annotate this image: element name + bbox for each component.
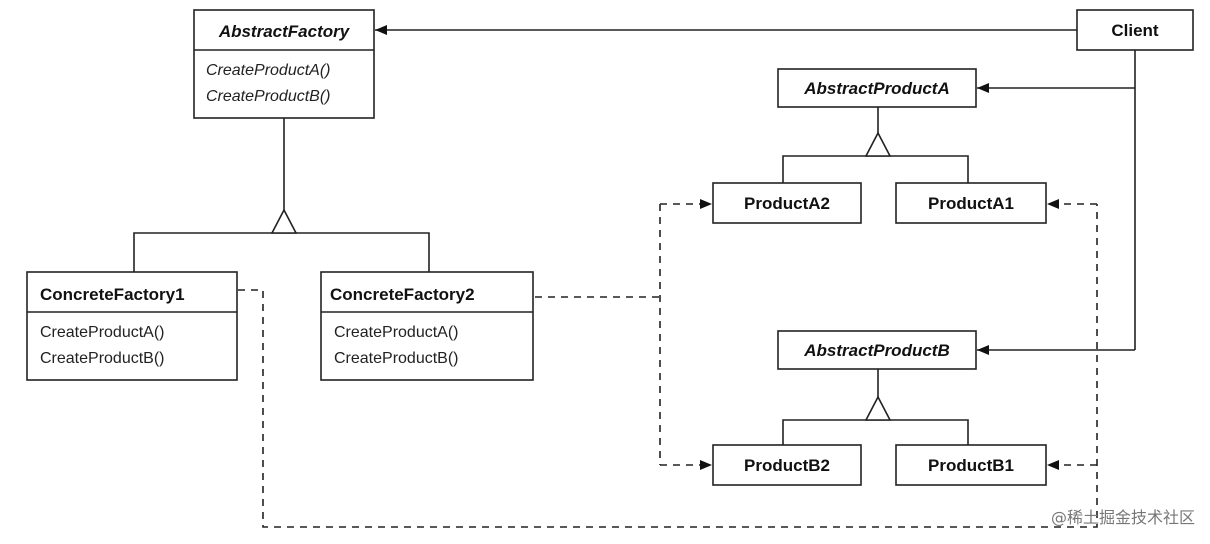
concrete-factory1-box	[26, 271, 238, 381]
abstract-product-a-class: AbstractProductA	[777, 68, 977, 108]
concrete-factory2-box	[320, 271, 534, 381]
concrete-factory2-class: ConcreteFactory2 CreateProductA() Create…	[320, 271, 534, 381]
product-a2-box	[712, 182, 862, 224]
product-a2-class: ProductA2	[712, 182, 862, 224]
product-b2-name: ProductB2	[744, 456, 830, 475]
concrete-factory1-operation-a: CreateProductA()	[40, 324, 165, 341]
concrete-factory1-name: ConcreteFactory1	[40, 285, 185, 304]
product-a-generalization-triangle	[864, 131, 892, 157]
product-a1-box	[895, 182, 1047, 224]
client-name: Client	[1111, 21, 1159, 40]
abstract-factory-box	[193, 9, 375, 119]
watermark-text: @稀土掘金技术社区	[1051, 508, 1195, 527]
product-b-generalization-triangle	[864, 395, 892, 421]
product-a1-class: ProductA1	[895, 182, 1047, 224]
abstract-product-b-class: AbstractProductB	[777, 330, 977, 370]
concrete-factory1-operation-b: CreateProductB()	[40, 350, 165, 367]
concrete-factory2-name: ConcreteFactory2	[330, 285, 475, 304]
abstract-product-b-box	[777, 330, 977, 370]
product-b2-box	[712, 444, 862, 486]
product-a1-name: ProductA1	[928, 194, 1014, 213]
abstract-product-a-box	[777, 68, 977, 108]
abstract-product-b-name: AbstractProductB	[803, 341, 949, 360]
product-b-inheritance-branch	[782, 419, 969, 445]
client-box	[1076, 9, 1194, 51]
concrete-factory1-class: ConcreteFactory1 CreateProductA() Create…	[26, 271, 238, 381]
abstract-factory-operation-a: CreateProductA()	[206, 62, 331, 79]
abstract-product-a-name: AbstractProductA	[803, 79, 949, 98]
abstract-factory-operation-b: CreateProductB()	[206, 88, 331, 105]
concrete-factory2-operation-a: CreateProductA()	[334, 324, 459, 341]
product-b1-class: ProductB1	[895, 444, 1047, 486]
abstract-factory-name: AbstractFactory	[218, 22, 351, 41]
product-b1-name: ProductB1	[928, 456, 1014, 475]
product-a-inheritance-branch	[782, 155, 969, 183]
product-a2-name: ProductA2	[744, 194, 830, 213]
product-b1-box	[895, 444, 1047, 486]
concrete-factory2-operation-b: CreateProductB()	[334, 350, 459, 367]
client-class: Client	[1076, 9, 1194, 51]
factory1-dependency-route	[238, 204, 1098, 528]
abstract-factory-class: AbstractFactory CreateProductA() CreateP…	[193, 9, 375, 119]
factory-inheritance-branch	[133, 232, 430, 272]
factory-generalization-triangle	[270, 208, 298, 234]
product-b2-class: ProductB2	[712, 444, 862, 486]
